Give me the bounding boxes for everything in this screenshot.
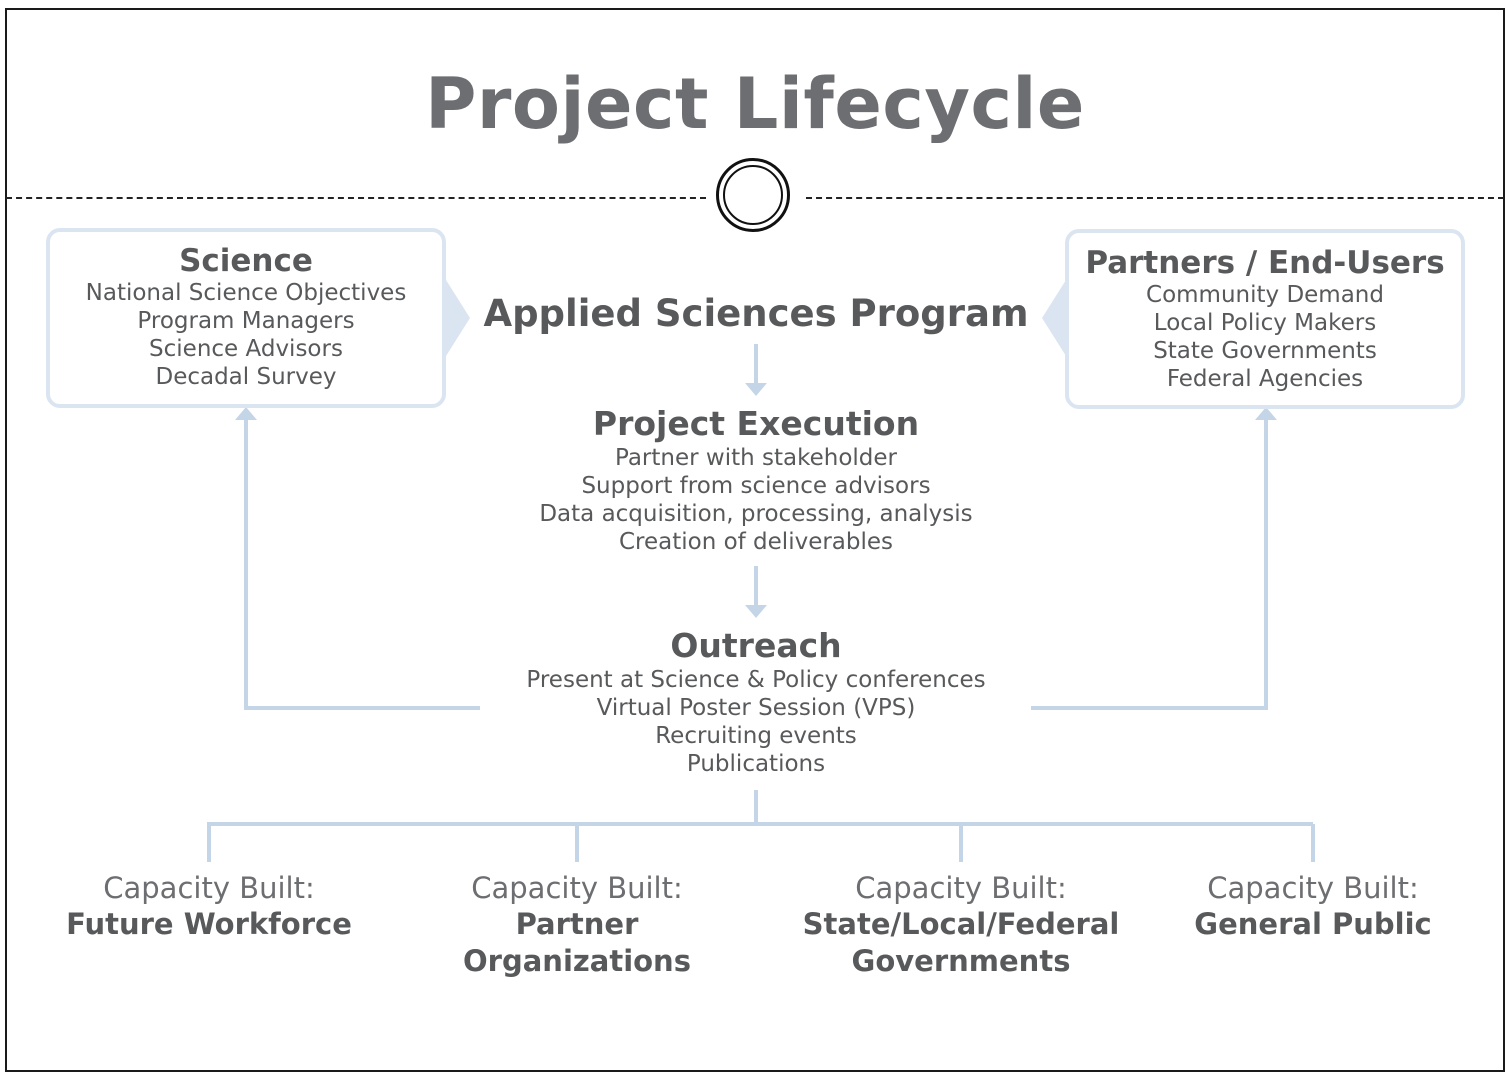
execution-item: Creation of deliverables: [618, 529, 894, 555]
science-heading: Science: [179, 243, 313, 279]
science-item: Decadal Survey: [155, 364, 337, 390]
science-pointer: [446, 280, 470, 356]
program-heading: Applied Sciences Program: [483, 292, 1029, 335]
arrowhead-outreach: [745, 605, 767, 618]
arrow-outreach-to-science: [244, 416, 480, 710]
partners-pointer: [1042, 280, 1066, 356]
science-item: Science Advisors: [149, 336, 343, 362]
capacity-label: Capacity Built:: [1207, 871, 1419, 905]
execution-item: Partner with stakeholder: [615, 445, 897, 471]
ring-inner: [723, 165, 783, 225]
outreach-item: Recruiting events: [655, 723, 857, 749]
capacity-label: Capacity Built:: [471, 871, 683, 905]
capacity-governments: Capacity Built: State/Local/Federal Gove…: [791, 870, 1131, 980]
ring-icon: [716, 158, 790, 232]
science-content: Science National Science Objectives Prog…: [46, 243, 446, 391]
arrowhead-science: [235, 407, 257, 420]
divider-right: [806, 197, 1504, 199]
arrow-outreach-to-partners: [1031, 416, 1268, 710]
science-item: National Science Objectives: [85, 280, 407, 306]
outreach-item: Publications: [686, 751, 826, 777]
partners-item: Community Demand: [1146, 282, 1384, 308]
divider-left: [6, 197, 706, 199]
capacity-general-public: Capacity Built: General Public: [1173, 870, 1453, 943]
outreach-heading: Outreach: [670, 626, 842, 665]
capacity-partner-organizations: Capacity Built: Partner Organizations: [397, 870, 757, 980]
partners-item: State Governments: [1153, 338, 1377, 364]
partners-heading: Partners / End-Users: [1085, 245, 1445, 281]
capacity-future-workforce: Capacity Built: Future Workforce: [59, 870, 359, 943]
outreach-item: Present at Science & Policy conferences: [526, 667, 986, 693]
capacity-value: Future Workforce: [66, 907, 352, 941]
capacity-label: Capacity Built:: [103, 871, 315, 905]
partners-content: Partners / End-Users Community Demand Lo…: [1065, 245, 1465, 393]
partners-box: [1065, 229, 1465, 409]
execution-item: Support from science advisors: [581, 473, 931, 499]
capacity-value: Partner Organizations: [463, 907, 691, 978]
science-box: [46, 228, 446, 408]
execution-item: Data acquisition, processing, analysis: [539, 501, 973, 527]
capacity-value: General Public: [1194, 907, 1432, 941]
capacity-value: Governments: [851, 944, 1071, 978]
execution-heading: Project Execution: [592, 404, 920, 443]
capacity-value: State/Local/Federal: [802, 907, 1120, 941]
partners-item: Local Policy Makers: [1153, 310, 1377, 336]
outreach-item: Virtual Poster Session (VPS): [596, 695, 916, 721]
partners-item: Federal Agencies: [1166, 366, 1364, 392]
execution-block: Project Execution Partner with stakehold…: [480, 404, 1032, 556]
diagram-title: Project Lifecycle: [425, 63, 1085, 145]
science-item: Program Managers: [137, 308, 355, 334]
capacity-label: Capacity Built:: [855, 871, 1067, 905]
arrowhead-execution: [745, 383, 767, 396]
outreach-block: Outreach Present at Science & Policy con…: [480, 626, 1032, 778]
arrowhead-partners: [1255, 407, 1277, 420]
